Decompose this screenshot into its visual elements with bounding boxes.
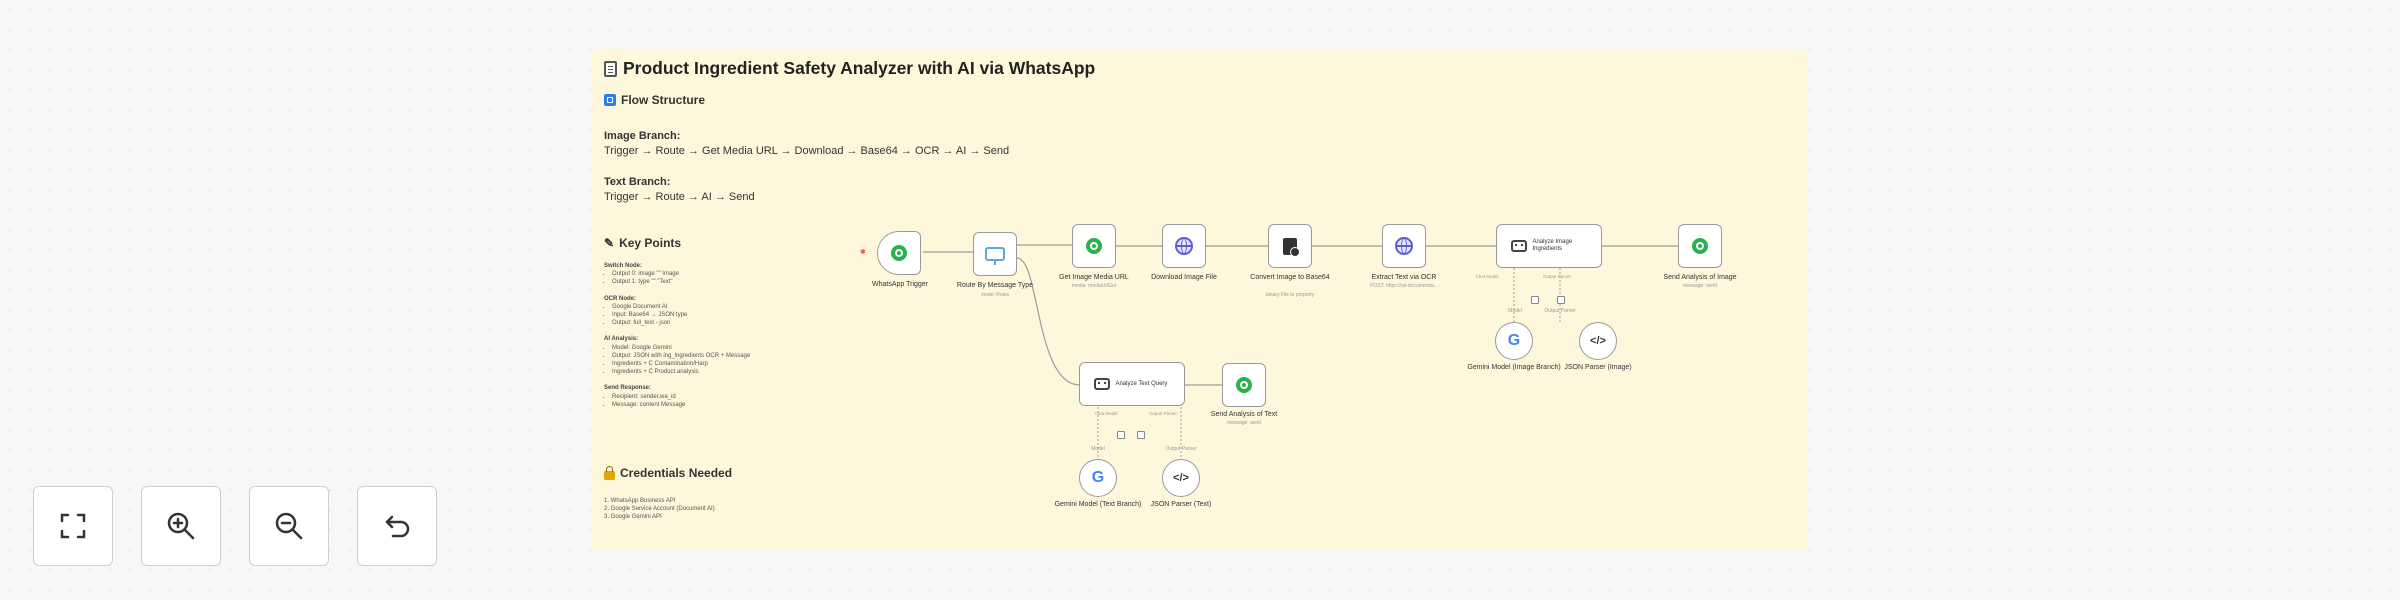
port-model-label-image: Model [1508, 308, 1522, 314]
zoom-out-icon [275, 512, 303, 540]
add-tool-button-text[interactable] [1137, 431, 1145, 439]
add-memory-button[interactable] [1531, 296, 1539, 304]
whatsapp-icon [1236, 377, 1252, 393]
node-download-image-file[interactable] [1162, 224, 1206, 268]
whatsapp-icon [891, 245, 907, 261]
node-json-parser-image[interactable]: </> [1579, 322, 1617, 360]
flow-heading: Flow Structure [604, 93, 705, 107]
node-json-parser-text[interactable]: </> [1162, 459, 1200, 497]
port-output-label-text: Output Parser [1165, 446, 1197, 452]
credentials-heading: Credentials Needed [604, 465, 732, 480]
image-branch-label: Image Branch: [604, 130, 681, 142]
google-icon: G [1091, 469, 1105, 486]
zoom-in-icon [167, 512, 195, 540]
node-label-gemini-image: Gemini Model (Image Branch) [1467, 364, 1561, 371]
node-label-send-image: Send Analysis of Image [1663, 274, 1737, 281]
reset-zoom-button[interactable] [357, 486, 437, 566]
fit-view-icon [60, 513, 86, 539]
node-route-by-message-type[interactable] [973, 232, 1017, 276]
node-label-base64: Convert Image to Base64 [1250, 274, 1330, 281]
undo-icon [385, 515, 410, 538]
zoom-out-button[interactable] [249, 486, 329, 566]
add-tool-button[interactable] [1557, 296, 1565, 304]
wire-route-analyzetext [1016, 257, 1081, 386]
code-icon: </> [1173, 472, 1189, 484]
node-whatsapp-trigger[interactable] [877, 231, 921, 275]
node-analyze-text-query[interactable]: Analyze Text Query [1079, 362, 1185, 406]
node-label-json-text: JSON Parser (Text) [1150, 501, 1212, 508]
node-label-route: Route By Message Type [956, 282, 1034, 289]
flow-icon [604, 94, 616, 106]
text-branch-steps: Trigger → Route → AI → Send [604, 191, 755, 203]
node-sub-ocr: POST: https://us-documentai... [1370, 283, 1438, 289]
node-label-trigger: WhatsApp Trigger [871, 281, 929, 288]
credentials-list: 1. WhatsApp Business API 2. Google Servi… [604, 498, 715, 521]
robot-icon [1093, 378, 1110, 390]
sticky-note[interactable]: Product Ingredient Safety Analyzer with … [592, 50, 1808, 550]
node-gemini-model-image[interactable]: G [1495, 322, 1533, 360]
pencil-icon: ✎ [604, 236, 615, 250]
node-label-download: Download Image File [1151, 274, 1217, 281]
image-branch-steps: Trigger → Route → Get Media URL → Downlo… [604, 145, 1010, 157]
port-output-label-image: Output Parser [1544, 308, 1576, 314]
node-gemini-model-text[interactable]: G [1079, 459, 1117, 497]
globe-icon [1175, 237, 1193, 255]
switch-icon [985, 247, 1005, 265]
file-convert-icon [1283, 237, 1300, 257]
text-branch-label: Text Branch: [604, 176, 671, 188]
node-label-send-text: Send Analysis of Text [1210, 411, 1278, 418]
node-label-gemini-text: Gemini Model (Text Branch) [1054, 501, 1142, 508]
port-chat-model-image: Chat Model [1475, 274, 1499, 279]
code-icon: </> [1590, 335, 1606, 347]
node-sub-send-text: message: send [1227, 420, 1261, 426]
google-icon: G [1507, 332, 1521, 349]
node-send-analysis-image[interactable] [1678, 224, 1722, 268]
globe-icon [1395, 237, 1413, 255]
node-analyze-image-ingredients[interactable]: Analyze Image Ingredients [1496, 224, 1602, 268]
node-convert-image-base64[interactable] [1268, 224, 1312, 268]
node-sub-get-media: media: mediaUrlGet [1071, 283, 1117, 289]
node-get-image-media-url[interactable] [1072, 224, 1116, 268]
node-label-json-image: JSON Parser (Image) [1564, 364, 1632, 371]
add-memory-button-text[interactable] [1117, 431, 1125, 439]
node-label-get-media: Get Image Media URL [1059, 274, 1129, 281]
whatsapp-icon [1692, 238, 1708, 254]
robot-icon [1510, 240, 1527, 252]
key-points-list: Switch Node: Output 0: image "" Image Ou… [604, 262, 750, 409]
node-send-analysis-text[interactable] [1222, 363, 1266, 407]
node-extract-text-ocr[interactable] [1382, 224, 1426, 268]
whatsapp-icon [1086, 238, 1102, 254]
note-title: Product Ingredient Safety Analyzer with … [604, 58, 1095, 79]
node-sub-base64: binary File to property [1265, 292, 1315, 298]
key-points-heading: ✎ Key Points [604, 236, 682, 250]
trigger-indicator-icon: ✱ [860, 249, 866, 256]
port-model-label-text: Model [1091, 446, 1105, 452]
port-output-parser-text: Output Parser [1148, 411, 1177, 416]
port-output-parser-image: Output Parser [1542, 274, 1571, 279]
clipboard-icon [604, 60, 617, 77]
node-sub-route: mode: Rules [980, 292, 1010, 298]
node-sub-send-image: message: send [1683, 283, 1717, 289]
port-chat-model-text: Chat Model [1094, 411, 1118, 416]
fit-view-button[interactable] [33, 486, 113, 566]
node-label-ocr: Extract Text via OCR [1371, 274, 1437, 281]
lock-icon [604, 465, 615, 480]
zoom-in-button[interactable] [141, 486, 221, 566]
